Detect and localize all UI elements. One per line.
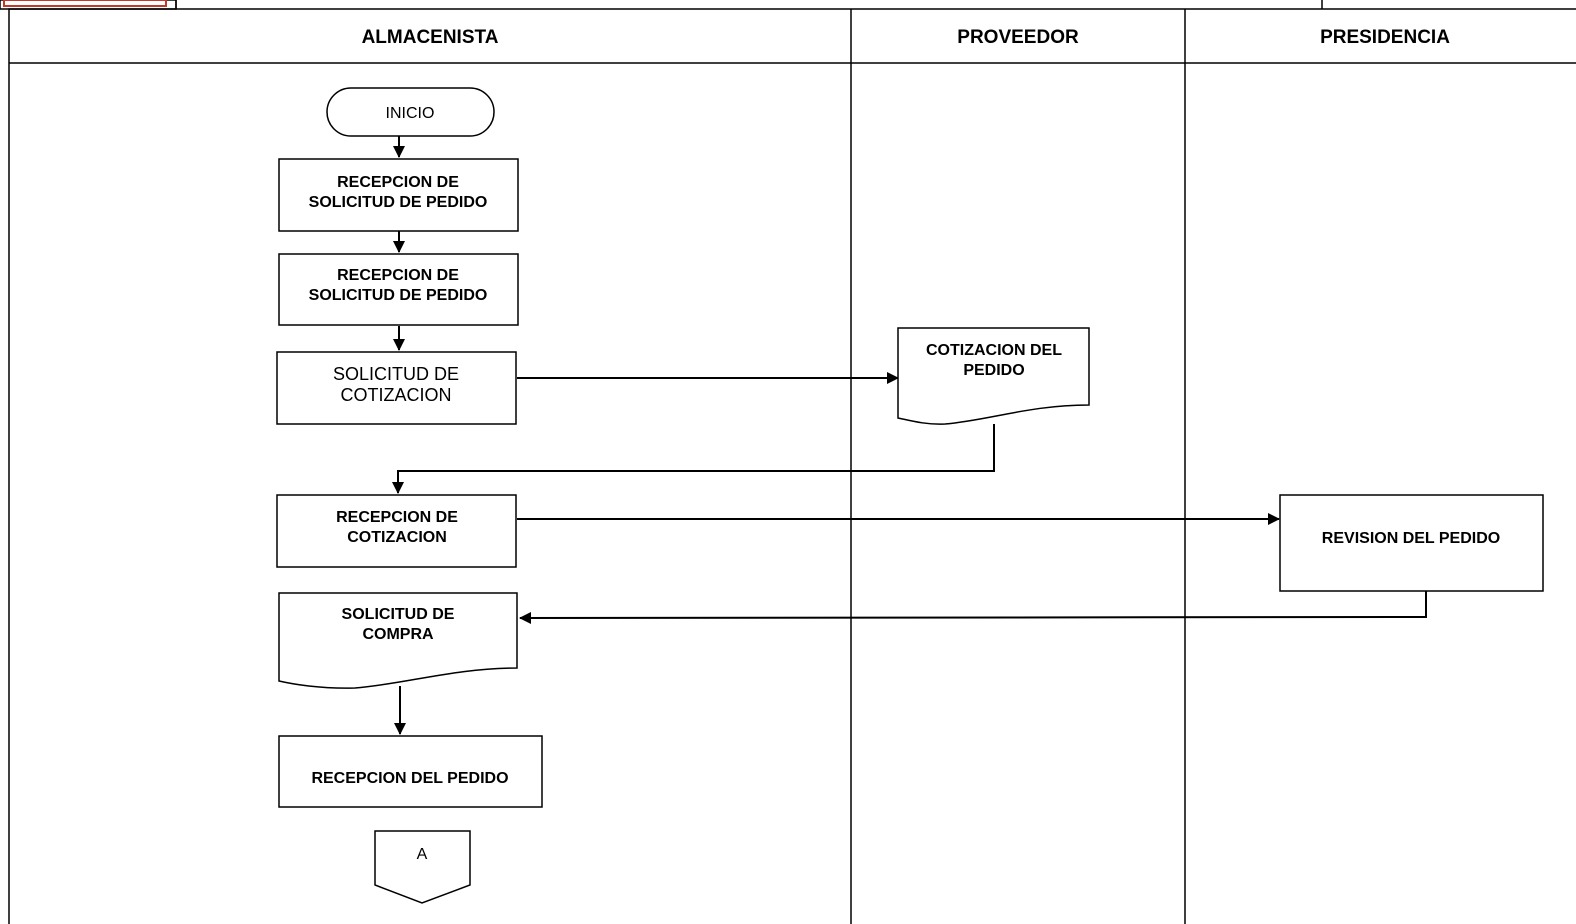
process-label: RECEPCION DEL PEDIDO [311, 770, 508, 787]
start-label: INICIO [386, 105, 435, 122]
process-recepcion-cotizacion: RECEPCION DE COTIZACION [276, 494, 517, 568]
process-label-line2: COTIZACION [341, 385, 452, 405]
offpage-connector-a: A [374, 830, 471, 904]
lane-header-proveedor: PROVEEDOR [957, 27, 1079, 48]
lane-header-almacenista: ALMACENISTA [362, 27, 499, 48]
process-label: REVISION DEL PEDIDO [1322, 530, 1500, 547]
flow-connectors [392, 136, 1427, 735]
process-label-line2: COTIZACION [347, 529, 447, 546]
process-label-line2: SOLICITUD DE PEDIDO [309, 287, 488, 304]
arrow-revision-to-solicitud-compra [519, 591, 1427, 624]
connector-label: A [417, 846, 428, 863]
start-terminator: INICIO [326, 87, 495, 137]
process-label-line1: RECEPCION DE [337, 174, 459, 191]
process-label-line1: SOLICITUD DE [333, 364, 459, 384]
top-header-strip [0, 0, 1323, 10]
process-recepcion-pedido: RECEPCION DEL PEDIDO [278, 735, 543, 808]
lane-header-presidencia: PRESIDENCIA [1320, 27, 1450, 48]
arrow-cotizacion-to-recepcion-cotizacion [392, 424, 995, 494]
process-revision-pedido: REVISION DEL PEDIDO [1279, 494, 1544, 592]
document-cotizacion-pedido: COTIZACION DEL PEDIDO [897, 327, 1090, 425]
logo-fragment [3, 0, 167, 7]
process-recepcion-solicitud-1: RECEPCION DE SOLICITUD DE PEDIDO [278, 158, 519, 232]
document-label-line2: COMPRA [362, 626, 434, 643]
document-solicitud-compra: SOLICITUD DE COMPRA [278, 592, 518, 689]
process-recepcion-solicitud-2: RECEPCION DE SOLICITUD DE PEDIDO [278, 253, 519, 326]
process-solicitud-cotizacion: SOLICITUD DE COTIZACION [276, 351, 517, 425]
document-label-line1: SOLICITUD DE [342, 606, 455, 623]
process-label-line2: SOLICITUD DE PEDIDO [309, 194, 488, 211]
swimlane-table [8, 8, 1576, 924]
process-label-line1: RECEPCION DE [337, 267, 459, 284]
document-label-line2: PEDIDO [963, 362, 1024, 379]
process-label-line1: RECEPCION DE [336, 509, 458, 526]
document-label-line1: COTIZACION DEL [926, 342, 1062, 359]
